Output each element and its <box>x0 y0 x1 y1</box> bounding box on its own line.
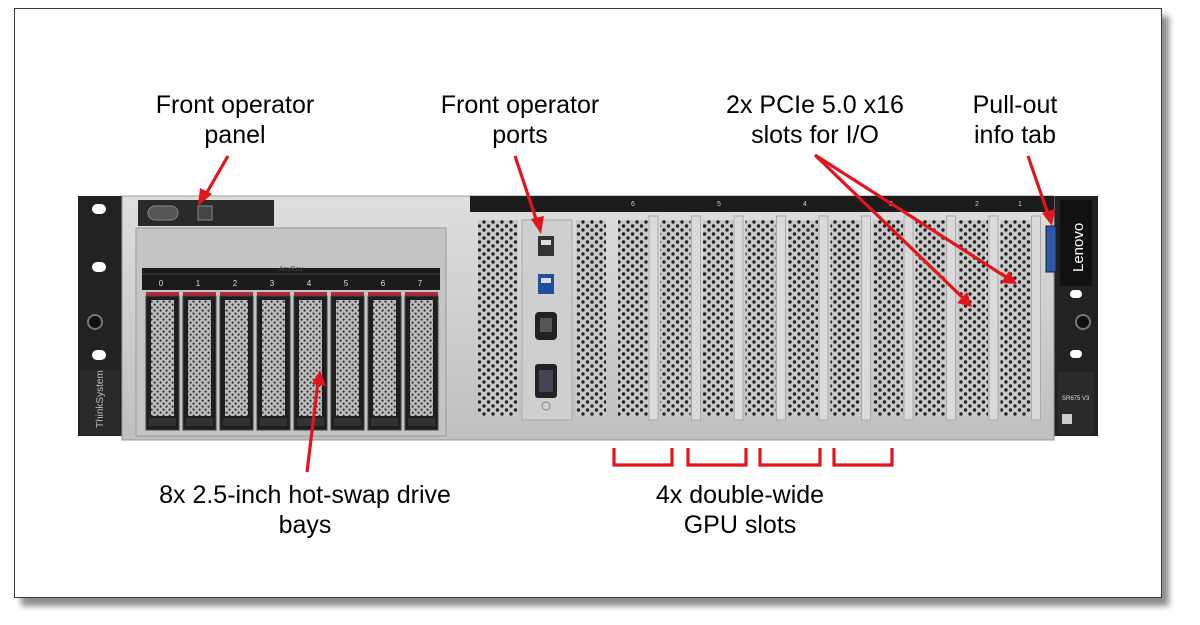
bay-number: 3 <box>270 279 275 288</box>
gpu-brackets <box>612 448 894 467</box>
label-line: slots for I/O <box>751 121 879 149</box>
slot-top-bar <box>470 196 1054 212</box>
label-line: 2x PCIe 5.0 x16 <box>726 91 904 119</box>
arrow-drives <box>305 381 320 473</box>
gpu-slot-vents <box>618 215 1041 421</box>
arrowhead-pcie-b <box>1001 271 1017 284</box>
slot-vent <box>703 215 744 421</box>
drive-bay: 0 <box>145 279 180 431</box>
bay-number: 0 <box>159 279 164 288</box>
label-line: panel <box>204 121 266 149</box>
label-line: ports <box>492 121 548 149</box>
drive-bay: 2 <box>219 279 254 431</box>
gpu-bracket <box>612 448 674 467</box>
slot-vent <box>618 215 659 421</box>
bay-number: 2 <box>233 279 238 288</box>
arrow-pcie-b <box>814 153 1007 279</box>
slot-number: 6 <box>631 201 635 208</box>
display-port <box>535 312 557 340</box>
drive-bay: 3 <box>256 279 291 431</box>
drive-bay: 5 <box>330 279 365 431</box>
arrow-pcie-a <box>813 153 965 300</box>
left-vent <box>478 220 518 416</box>
gpu-bracket <box>832 448 894 467</box>
anybay-label: AnyBay <box>279 266 304 273</box>
label-line: 8x 2.5-inch hot-swap drive <box>159 481 451 509</box>
slot-number: 1 <box>1018 201 1022 208</box>
label-front-operator-ports: Front operator ports <box>405 90 635 150</box>
arrowhead-info-tab <box>1042 209 1055 226</box>
label-line: Pull-out <box>972 91 1058 119</box>
slot-vent <box>660 215 701 421</box>
vga-port <box>535 364 557 398</box>
arrowhead-panel <box>198 188 212 206</box>
usb-port-2 <box>538 274 554 294</box>
model-label: SR675 V3 <box>1062 396 1090 402</box>
arrow-ports <box>513 155 539 223</box>
slot-vent <box>788 215 829 421</box>
label-line: Front operator <box>440 91 600 119</box>
slot-number: 4 <box>803 201 807 208</box>
slot-vent <box>873 215 914 421</box>
label-drive-bays: 8x 2.5-inch hot-swap drive bays <box>125 480 485 540</box>
anybay-header <box>142 268 440 290</box>
label-front-operator-panel: Front operator panel <box>120 90 350 150</box>
drive-bays: 0 1 2 3 4 5 6 7 <box>145 279 439 431</box>
arrowhead-drives <box>312 370 326 386</box>
front-operator-panel <box>138 200 274 226</box>
drive-bay: 6 <box>367 279 402 431</box>
label-info-tab: Pull-out info tab <box>955 90 1075 150</box>
label-line: info tab <box>973 121 1056 149</box>
label-line: Front operator <box>155 91 315 119</box>
left-rack-ear: ThinkSystem <box>78 196 122 436</box>
bay-number: 4 <box>307 279 312 288</box>
slot-vent <box>745 215 786 421</box>
label-gpu-slots: 4x double-wide GPU slots <box>620 480 860 540</box>
port-vent <box>576 220 606 416</box>
bay-number: 1 <box>196 279 201 288</box>
right-rack-ear: Lenovo SR675 V3 <box>1054 196 1098 436</box>
lenovo-logo: Lenovo <box>1070 223 1087 272</box>
label-line: bays <box>278 511 332 539</box>
slot-vent <box>958 215 999 421</box>
label-line: 4x double-wide <box>655 481 825 509</box>
usb-port-1 <box>538 236 554 256</box>
slot-number: 2 <box>975 201 979 208</box>
arrowhead-pcie-a <box>957 292 972 307</box>
arrow-panel <box>204 155 230 195</box>
bay-number: 5 <box>344 279 349 288</box>
label-pcie-slots: 2x PCIe 5.0 x16 slots for I/O <box>700 90 930 150</box>
arrow-info-tab <box>1026 155 1050 215</box>
thinksystem-brand: ThinkSystem <box>95 370 106 428</box>
drive-bay: 4 <box>293 279 328 431</box>
drive-bay: 7 <box>404 279 439 431</box>
callout-arrows <box>198 153 1055 473</box>
label-line: GPU slots <box>683 511 797 539</box>
drive-bay: 1 <box>182 279 217 431</box>
bay-number: 6 <box>381 279 386 288</box>
slot-vent <box>830 215 871 421</box>
slot-vent <box>1000 215 1041 421</box>
arrowhead-ports <box>531 216 544 234</box>
gpu-bracket <box>758 448 822 467</box>
slot-number: 5 <box>717 201 721 208</box>
info-tab <box>1045 225 1057 273</box>
gpu-bracket <box>686 448 748 467</box>
slot-vent <box>915 215 956 421</box>
bay-number: 7 <box>418 279 423 288</box>
